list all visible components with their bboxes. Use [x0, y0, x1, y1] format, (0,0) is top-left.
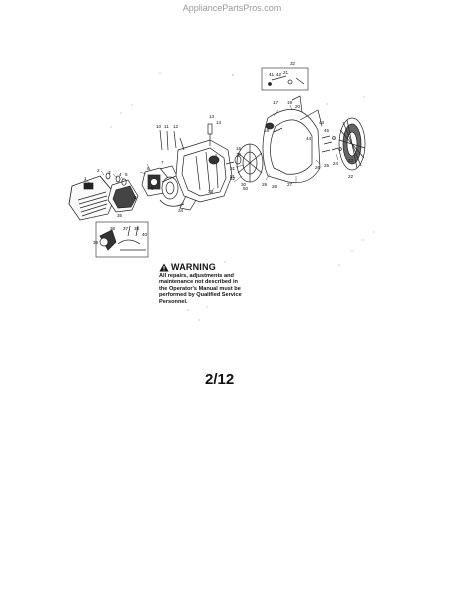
warning-triangle-icon: [159, 263, 169, 271]
part-number-label: 34: [178, 208, 184, 213]
warning-title: WARNING: [171, 262, 216, 272]
warning-notice: WARNING All repairs, adjustments and mai…: [159, 262, 279, 305]
part-number-label: 31: [230, 166, 236, 171]
part-number-label: 7: [161, 160, 164, 165]
part-number-label: 30: [241, 182, 247, 187]
air-filter-cover: [68, 175, 117, 221]
part-number-label: 15: [236, 146, 242, 151]
warning-line: the Operator's Manual must be: [159, 285, 241, 292]
part-number-label: 32: [290, 61, 296, 66]
part-number-label: 3: [108, 170, 111, 175]
part-number-label: 25: [324, 163, 330, 168]
throttle-parts-group: [261, 67, 309, 91]
intake-spacer: [159, 176, 185, 207]
part-number-label: 50: [243, 186, 249, 191]
flywheel-fan: [225, 143, 264, 183]
part-number-label: 40: [142, 232, 148, 237]
warning-line: maintenance not described in: [159, 279, 238, 286]
part-number-label: 44: [306, 136, 312, 141]
part-number-label: 14: [216, 120, 222, 125]
part-number-label: 43: [319, 120, 325, 125]
part-number-label: 24: [333, 161, 339, 166]
part-number-label: 10: [156, 124, 162, 129]
part-number-label: 19: [287, 100, 293, 105]
part-number-label: 13: [209, 114, 215, 119]
part-number-label: 41: [269, 72, 275, 77]
part-number-label: 26: [315, 165, 321, 170]
part-number-label: 2: [97, 168, 100, 173]
warning-line: Personnel.: [159, 298, 188, 305]
part-number-label: 11: [164, 124, 169, 129]
part-number-label: 36: [110, 226, 116, 231]
part-number-label: 27: [287, 182, 293, 187]
part-number-label: 37: [123, 226, 129, 231]
part-number-label: 9: [134, 195, 137, 200]
part-number-label: 33: [208, 189, 214, 194]
part-number-label: 42: [276, 72, 282, 77]
fuel-system-group: [95, 221, 149, 258]
part-number-label: 38: [134, 226, 140, 231]
spark-plug-parts: [159, 123, 213, 151]
warning-text: All repairs, adjustments and maintenance…: [159, 273, 279, 305]
engine-housing: [161, 139, 233, 211]
part-number-label: 29: [262, 182, 268, 187]
scan-specks: [110, 72, 375, 321]
part-number-label: 18: [264, 128, 270, 133]
part-number-label: 17: [273, 100, 279, 105]
air-filter-element: [107, 179, 139, 213]
watermark: AppliancePartsPros.com: [182, 3, 282, 13]
part-number-label: 23: [348, 158, 354, 163]
part-number-label: 45: [324, 128, 330, 133]
part-number-label: 28: [272, 184, 278, 189]
part-number-label: 35: [117, 213, 123, 218]
blower-housing: [262, 95, 323, 184]
part-number-label: 52: [230, 176, 236, 181]
gasket-parts: [105, 172, 127, 186]
part-number-label: 21: [283, 70, 289, 75]
leader-lines: [83, 104, 339, 207]
part-number-labels: 1 2 3 4 5 6 7 8 9 10 11 12 13 14 15 16 1…: [84, 61, 354, 245]
page-number: 2/12: [205, 371, 235, 388]
screws-right: [321, 135, 342, 153]
part-number-label: 1: [84, 176, 87, 181]
part-number-label: 51: [230, 174, 236, 179]
part-number-label: 6: [147, 166, 150, 171]
warning-line: performed by Qualified Service: [159, 292, 242, 299]
starter-cover: [338, 117, 366, 171]
part-number-label: 39: [93, 240, 99, 245]
part-number-label: 4: [119, 172, 122, 177]
part-number-label: 16: [236, 152, 242, 157]
warning-header: WARNING: [159, 262, 279, 272]
carburetor: [141, 165, 177, 197]
warning-line: All repairs, adjustments and: [159, 273, 234, 279]
part-number-label: 8: [151, 186, 154, 191]
part-number-label: 20: [295, 104, 301, 109]
part-number-label: 12: [173, 124, 179, 129]
part-number-label: 5: [125, 172, 128, 177]
part-number-label: 22: [348, 174, 354, 179]
